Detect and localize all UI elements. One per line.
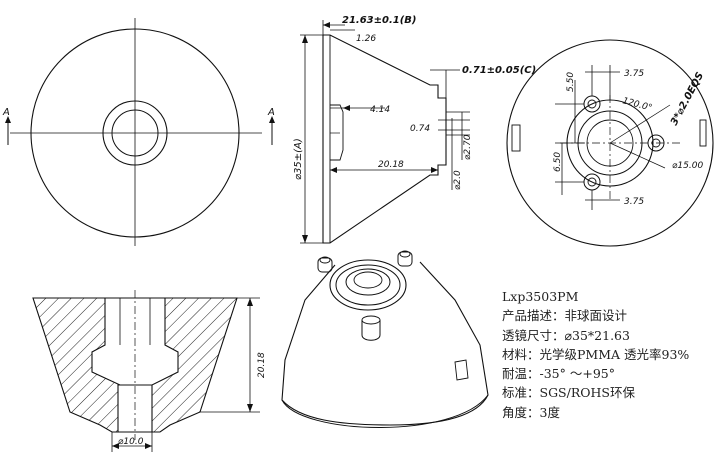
dim-right-v1: 5.50 [566,72,576,92]
dim-bottom-diameter: ⌀10.0 [118,437,144,447]
section-label-left: A [2,107,10,118]
side-view-dimensions [300,20,463,244]
dim-right-v2: 6.50 [553,152,563,172]
spec-description: 产品描述：非球面设计 [502,308,628,324]
dim-post-diameter: ⌀2.0 [453,170,463,190]
dim-center-diameter: ⌀15.00 [672,161,703,171]
dim-gap: 0.74 [410,124,430,134]
spec-standard: 标准：SGS/ROHS环保 [502,385,635,401]
spec-temperature: 耐温：-35° ～+95° [502,366,615,382]
section-view [32,290,238,440]
dim-section-height: 20.18 [257,352,267,378]
dim-angle: 120.0° [621,96,653,113]
spec-angle: 角度：3度 [502,404,560,420]
spec-model: Lxp3503PM [502,289,579,304]
product-spec: Lxp3503PM 产品描述：非球面设计 透镜尺寸：⌀35*21.63 材料：光… [502,287,717,422]
side-view [322,34,470,244]
spec-size: 透镜尺寸：⌀35*21.63 [502,327,630,343]
dim-tip-diameter: ⌀2.70 [463,134,473,160]
front-view [10,18,262,246]
dim-right-top: 3.75 [624,69,644,79]
dim-rim: 1.26 [356,34,376,44]
back-view-dimensions [555,65,620,210]
section-label-right: A [267,107,275,118]
dim-tip: 0.71±0.05(C) [462,65,536,76]
dim-top-width: 21.63±0.1(B) [342,15,417,26]
dim-diameter: ⌀35±(A) [293,138,304,180]
section-marker-right: A [267,107,275,145]
dim-holes: 3*⌀2.0EQS [669,71,706,128]
isometric-view [281,250,489,428]
dim-post-depth: 4.14 [370,105,390,115]
section-marker-left: A [2,107,11,145]
dim-right-bottom: 3.75 [624,197,644,207]
section-view-dimensions [111,297,260,452]
spec-material: 材料：光学级PMMA 透光率93% [502,346,690,362]
dim-length: 20.18 [378,160,404,170]
